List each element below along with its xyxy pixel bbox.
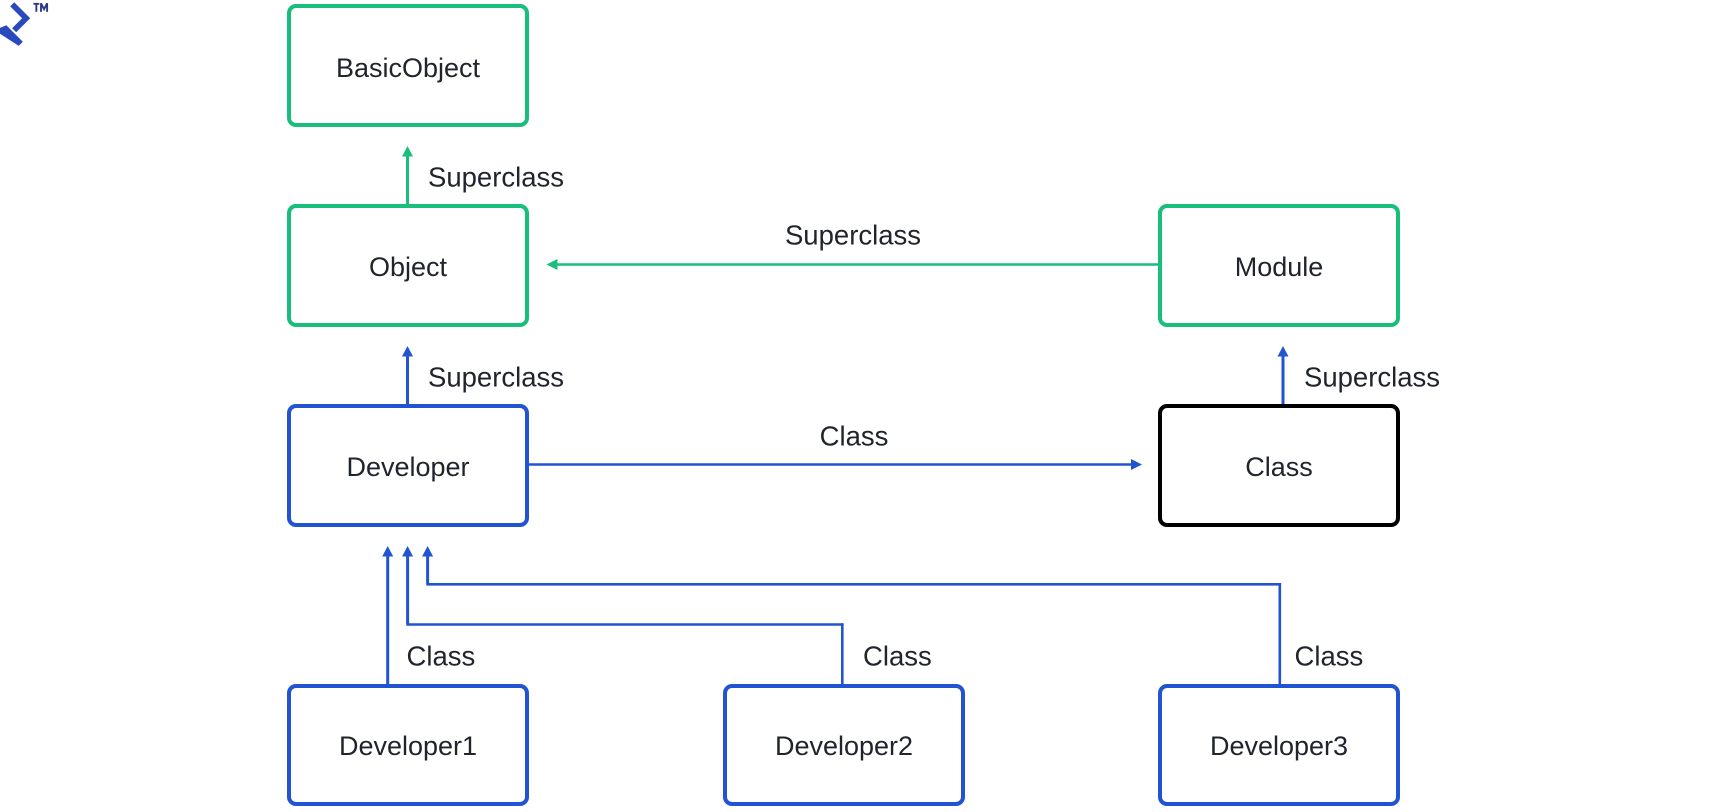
svg-text:Superclass: Superclass <box>1304 362 1440 393</box>
svg-text:Developer1: Developer1 <box>339 731 477 761</box>
svg-text:Developer3: Developer3 <box>1210 731 1348 761</box>
svg-text:Class: Class <box>407 641 476 672</box>
svg-text:Superclass: Superclass <box>428 362 564 393</box>
svg-text:Class: Class <box>1245 452 1313 482</box>
svg-text:Superclass: Superclass <box>428 162 564 193</box>
svg-text:Class: Class <box>1295 641 1364 672</box>
svg-text:Class: Class <box>863 641 932 672</box>
svg-text:Developer2: Developer2 <box>775 731 913 761</box>
svg-text:Module: Module <box>1235 252 1324 282</box>
svg-text:Developer: Developer <box>346 452 469 482</box>
svg-text:BasicObject: BasicObject <box>336 53 481 83</box>
svg-text:Superclass: Superclass <box>785 220 921 251</box>
svg-text:Object: Object <box>369 252 448 282</box>
svg-text:Class: Class <box>820 421 889 452</box>
